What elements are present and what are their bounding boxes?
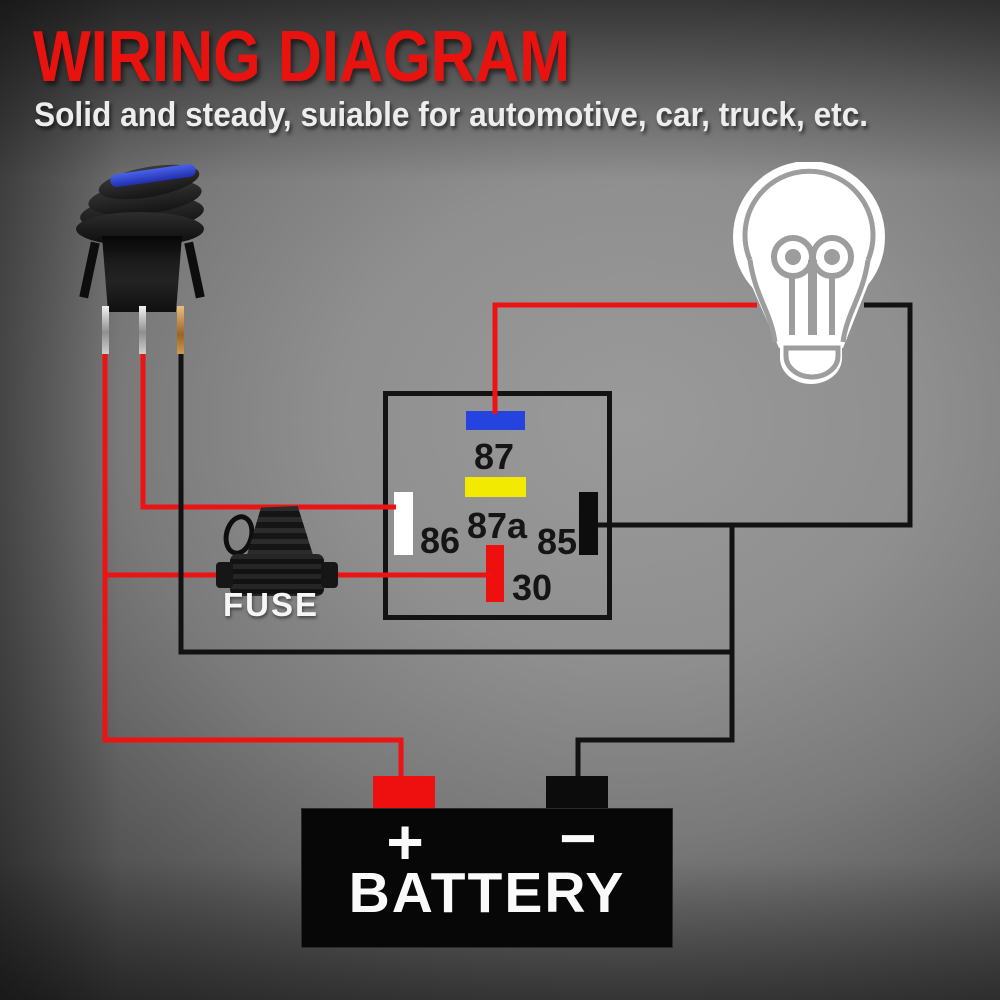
relay-terminal-30	[486, 545, 504, 602]
bulb-detail-lines	[742, 168, 876, 380]
wire-relay-85-to-bulb	[598, 302, 913, 528]
relay-pin-87a-label: 87a	[466, 505, 528, 546]
fuse-cap	[246, 506, 314, 558]
battery-label: BATTERY	[348, 861, 626, 925]
switch-pin-3	[177, 306, 184, 354]
wire-switch-to-relay-86	[140, 350, 396, 510]
wire-relay-87-to-bulb	[492, 302, 757, 414]
battery-negative-sign: −	[559, 802, 597, 874]
battery-icon	[301, 808, 673, 948]
switch-pin-1	[102, 306, 109, 354]
battery-positive-sign: +	[386, 806, 424, 878]
fuse-body	[230, 554, 324, 596]
switch-pin-2	[139, 306, 146, 354]
relay-terminal-85	[579, 492, 598, 555]
relay-pin-87-label: 87	[473, 436, 515, 477]
wire-switch-ground	[178, 350, 734, 655]
switch-mount-clip	[79, 241, 100, 299]
fuse-nub-left	[216, 562, 233, 588]
rocker-switch-icon	[72, 158, 212, 357]
battery-positive-terminal	[373, 776, 435, 809]
wire-ground-to-battery-negative	[575, 525, 735, 780]
relay-pin-85-label: 85	[536, 521, 578, 562]
bulb-filament	[785, 249, 840, 335]
fuse-label: FUSE	[222, 586, 320, 623]
relay-terminal-87	[466, 411, 525, 430]
light-bulb-icon	[733, 162, 885, 384]
relay-pin-30-label: 30	[511, 567, 553, 608]
relay-terminal-87a	[465, 477, 526, 497]
page-title: WIRING DIAGRAM	[33, 17, 571, 97]
battery-negative-terminal	[546, 776, 608, 809]
fuse-nub-right	[321, 562, 338, 588]
fuse-holder-icon	[216, 506, 340, 618]
relay-pin-86-label: 86	[419, 520, 461, 561]
switch-mount-clip	[184, 241, 205, 299]
wire-switch-to-battery-positive	[102, 350, 404, 780]
switch-body	[102, 236, 182, 312]
relay-terminal-86	[394, 492, 413, 555]
page-subtitle: Solid and steady, suiable for automotive…	[34, 96, 869, 134]
